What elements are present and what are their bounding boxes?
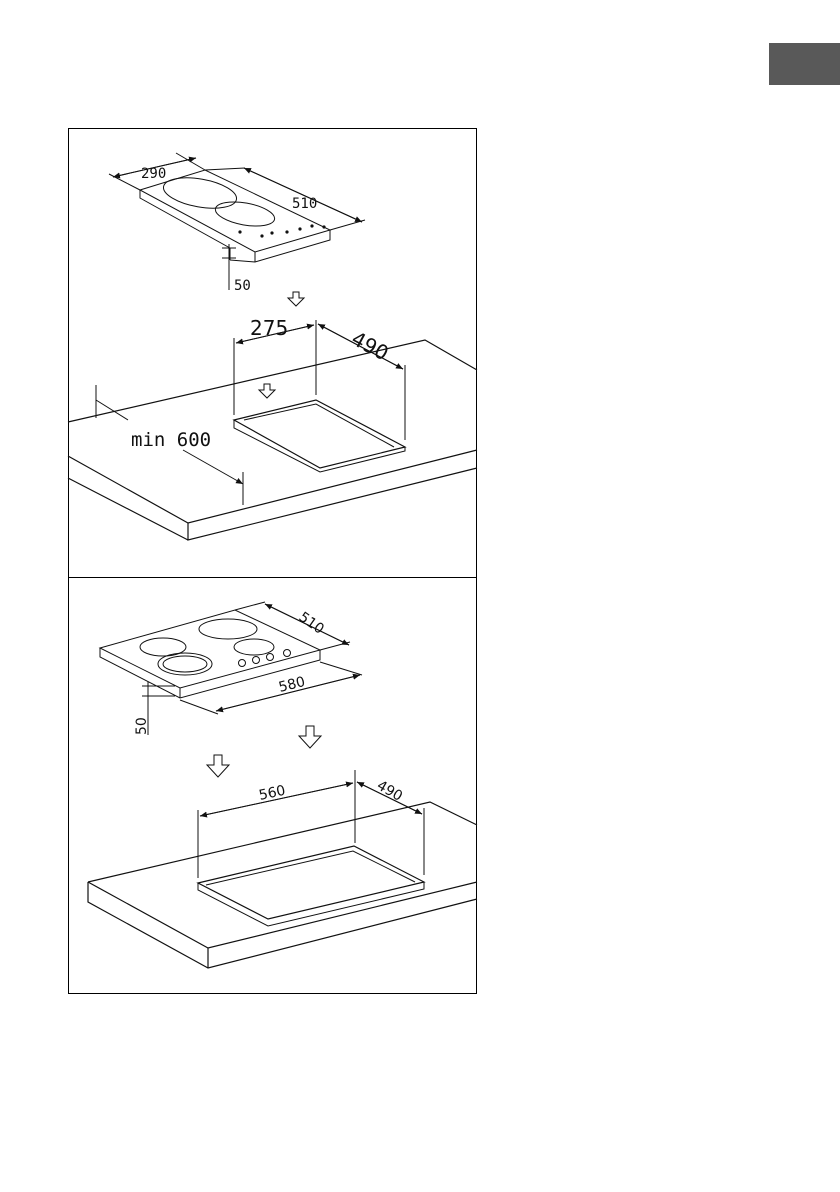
dim-cutout-depth-bottom: 490 [374,778,405,805]
down-arrow-icon [299,726,321,748]
dim-hob-depth-bottom: 510 [296,609,327,637]
down-arrow-icon [207,755,229,777]
dim-cutout-width: 275 [250,316,288,340]
dim-min-distance: min 600 [131,429,211,451]
dim-hob-height: 50 [234,278,251,294]
dim-cutout-width-bottom: 560 [258,783,287,804]
down-arrow-icon [288,292,304,306]
dim-hob-height-bottom: 50 [134,717,150,735]
dim-hob-width: 290 [141,166,166,182]
dim-hob-depth: 510 [292,196,317,212]
down-arrow-icon [259,384,275,398]
dimension-510-bottom [235,602,350,650]
worktop-bottom [88,802,477,968]
worktop-top [68,340,477,540]
dim-hob-width-bottom: 580 [277,674,307,696]
